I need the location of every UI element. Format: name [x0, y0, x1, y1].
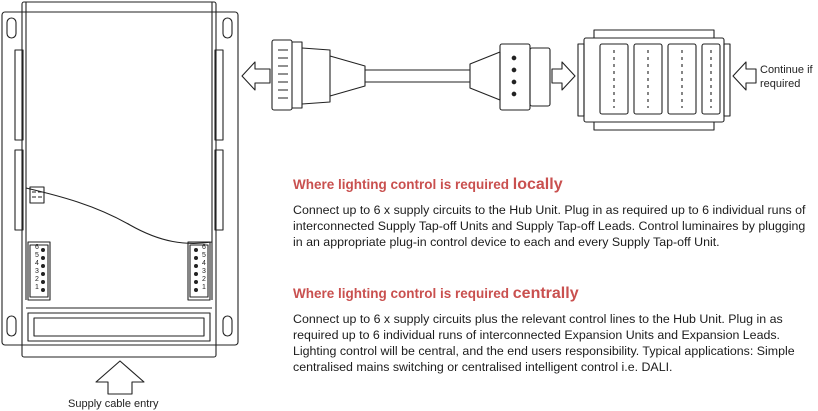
section-body-central: Connect up to 6 x supply circuits plus t…	[293, 312, 795, 374]
terminal-label: 4	[202, 260, 206, 267]
section-body-local: Connect up to 6 x supply circuits to the…	[293, 203, 806, 249]
heading-prefix: Where lighting control is required	[293, 286, 510, 301]
tap-off-unit	[577, 29, 731, 131]
section-heading-local: Where lighting control is required local…	[293, 176, 563, 194]
supply-cable-entry-label: Supply cable entry	[68, 398, 159, 410]
continue-label-line1: Continue if	[760, 64, 813, 76]
mounting-slot-icon	[222, 17, 233, 39]
heading-emphasis: locally	[512, 176, 563, 193]
lead-cable	[365, 69, 470, 83]
terminal-label: 6	[35, 244, 39, 251]
heading-prefix: Where lighting control is required	[293, 177, 510, 192]
terminal-label: 2	[35, 276, 39, 283]
mounting-slot-icon	[6, 315, 17, 337]
arrow-right-icon	[551, 61, 576, 91]
terminal-screws-right	[194, 248, 198, 292]
arrow-left-icon	[241, 61, 271, 91]
terminal-label: 5	[202, 252, 206, 259]
mounting-slot-icon	[222, 315, 233, 337]
terminal-label: 5	[35, 252, 39, 259]
lead-connector-plug	[271, 39, 366, 111]
terminal-label: 2	[202, 276, 206, 283]
terminal-label: 1	[202, 284, 206, 291]
mounting-slot-icon	[6, 17, 17, 39]
terminal-screws-left	[41, 248, 45, 292]
terminal-label: 3	[202, 268, 206, 275]
hub-unit	[1, 1, 239, 358]
continue-arrow-icon	[732, 61, 757, 91]
terminal-label: 3	[35, 268, 39, 275]
terminal-label: 4	[35, 260, 39, 267]
heading-emphasis: centrally	[512, 285, 579, 302]
terminal-label: 6	[202, 244, 206, 251]
terminal-label: 1	[35, 284, 39, 291]
continue-label-line2: required	[760, 78, 801, 90]
lead-connector-socket	[469, 43, 551, 111]
section-heading-central: Where lighting control is required centr…	[293, 285, 579, 303]
supply-entry-arrow-icon	[95, 360, 145, 395]
